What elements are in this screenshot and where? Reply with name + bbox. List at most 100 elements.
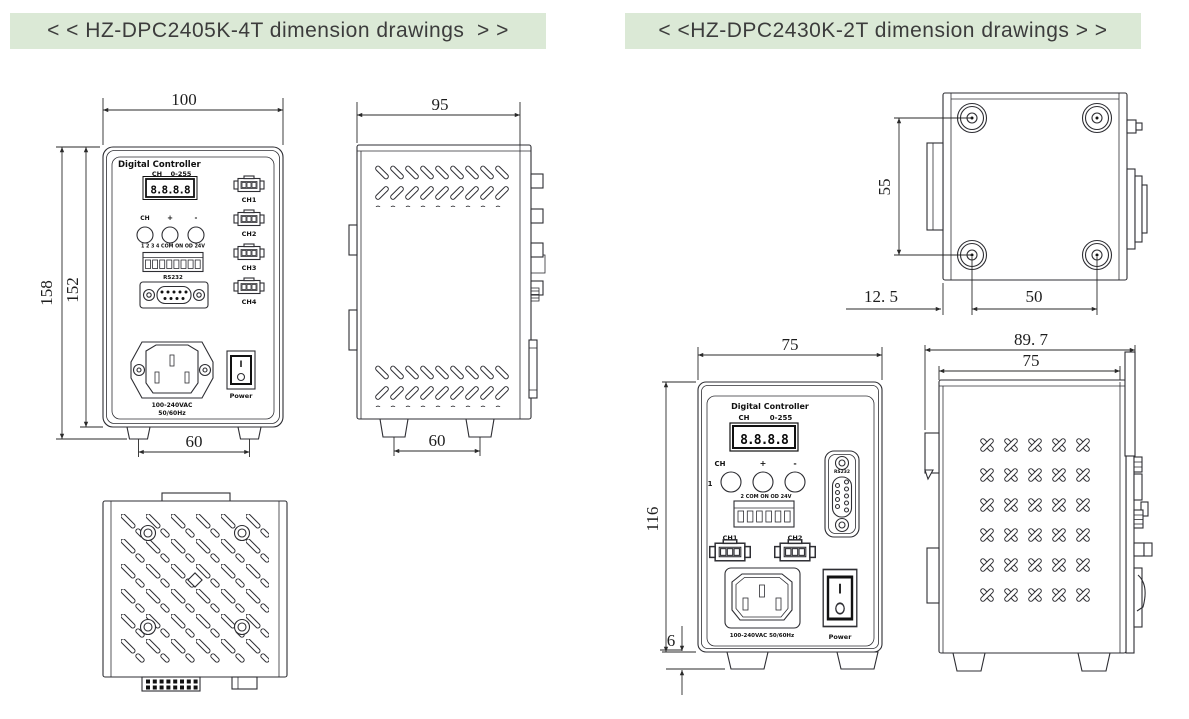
u2-btn-minus-label: - [793,459,796,468]
u2-rs232-label: RS232 [834,469,850,475]
u2-front-foot-left [726,651,769,670]
right-section-title: < <HZ-DPC2430K-2T dimension drawings > > [625,13,1141,49]
u2-display-header-ch: CH [739,414,750,422]
u2-btn-plus [752,471,774,493]
u2-btn-ch [720,471,742,493]
u1-btn-plus [161,226,179,244]
unit2-side-view: 89. 7 75 [924,330,1153,672]
u1-side-left-clip-2 [348,309,358,351]
u1-side-din-clip [528,339,538,399]
u2-btn-minus [784,471,806,493]
u1-ch4-connector-icon [233,277,265,295]
u1-btn-minus-label: - [195,214,198,222]
u1-top-center-hole [187,572,203,588]
u2-front-foot-right [836,651,879,670]
u2-dim-edge-offset: 12. 5 [864,287,898,306]
u2-side-vents [975,430,1095,610]
u1-db9-connector [139,281,209,309]
u1-btn-ch [136,226,154,244]
left-section-title: < < HZ-DPC2405K-4T dimension drawings > … [10,13,546,49]
u1-top-screw-1 [139,524,157,542]
u2-dip-label: 2 COM ON OD 24V [740,494,791,500]
u2-btn-index-label: 1 [708,480,713,488]
u2-side-right-steps [1133,456,1149,529]
u2-seven-segment-display: 8.8.8.8 [729,422,799,452]
u1-side-ribbed-block [530,287,540,302]
u1-side-tab-3 [530,242,544,258]
u2-ac-inlet [724,567,801,629]
u1-panel-title: Digital Controller [118,160,201,170]
u2-power-label: Power [829,633,853,641]
u1-top-screw-4 [233,618,251,636]
u2-bottom-db9-bump [1126,168,1148,250]
u2-side-left-clip-1 [924,432,940,481]
u1-front-foot-left [126,426,151,440]
u2-btn-ch-label: CH [715,460,726,468]
unit1-top-view [102,492,288,692]
u2-dim-depth-inner: 75 [1023,351,1040,370]
u2-side-right-plug [1133,542,1153,557]
u2-side-top-bar [1124,351,1136,457]
u1-power-label: Power [230,392,254,400]
u1-vent-top [375,163,509,207]
u2-foot-top-right [1081,102,1113,134]
u2-display-value: 8.8.8.8 [740,433,789,448]
u2-ch2-label: CH2 [788,534,803,542]
u1-top-screw-3 [139,618,157,636]
u1-display-header-ch: CH [152,170,162,178]
u1-dim-height-inner: 152 [63,277,82,303]
u1-ac-inlet [130,341,214,399]
u2-side-foot-left [952,652,986,672]
u1-dim-feet-span: 60 [186,432,203,451]
u1-seven-segment-display: 8.8.8.8 [142,176,198,200]
u2-dim-width: 75 [782,335,799,354]
u1-dim-height-outer: 158 [37,280,56,306]
u1-terminal-block [142,251,204,273]
u2-side-left-clip-2 [926,547,940,604]
unit2-front-view: 75 116 6 Digital Controller CH 0-255 8.8… [643,335,883,695]
u2-bottom-left-tab [926,142,944,231]
u1-btn-ch-label: CH [140,215,149,222]
u1-side-foot-left [379,418,409,438]
u1-side-left-clip-1 [348,224,358,256]
u1-side-dim-feet-span: 60 [429,431,446,450]
u1-ch3-connector-icon [233,243,265,261]
u2-power-switch [821,568,859,628]
u2-display-header-range: 0-255 [770,414,793,422]
u1-display-header-range: 0-255 [171,170,192,178]
u1-display-value: 8.8.8.8 [150,184,190,197]
u1-dim-depth: 95 [432,95,449,114]
u2-ch1-label: CH1 [723,534,738,542]
u1-rs232-label: RS232 [163,275,183,281]
u2-dim-height: 116 [643,507,662,532]
u2-bottom-right-plug [1126,119,1143,134]
u2-panel-title: Digital Controller [731,402,809,411]
unit1-side-view: 95 60 [348,95,546,456]
u2-dim-foot-spacing-v: 55 [875,179,894,196]
u1-voltage-label: 100-240VAC [152,402,193,409]
u1-side-tab-2 [530,208,544,224]
u1-power-switch [226,350,256,390]
u1-freq-label: 50/60Hz [158,410,186,417]
u1-ch4-label: CH4 [242,298,257,306]
unit2-bottom-view: 55 12. 5 50 [846,92,1148,315]
u1-ch1-label: CH1 [242,196,257,204]
u1-side-foot-right [465,418,495,438]
u2-dim-foot-spacing-h: 50 [1026,287,1043,306]
u1-btn-plus-label: + [167,214,173,222]
u2-ch2-connector-icon [774,539,816,562]
u2-dim-depth-outer: 89. 7 [1014,330,1049,349]
u1-side-tab-1 [530,173,544,189]
u2-side-foot-right [1077,652,1111,672]
u1-dip-label: 1 2 3 4 COM ON OD 24V [141,244,205,250]
u1-ch1-connector-icon [233,175,265,193]
u2-ch1-connector-icon [709,539,751,562]
u2-db9-connector: RS232 [824,450,860,538]
u1-vent-bottom [375,363,509,407]
u1-ch2-connector-icon [233,209,265,227]
u2-voltage-label: 100-240VAC 50/60Hz [730,633,794,639]
u2-side-right-clip [1133,567,1146,628]
u1-top-pin-connector [141,676,201,692]
u1-top-screw-2 [233,524,251,542]
